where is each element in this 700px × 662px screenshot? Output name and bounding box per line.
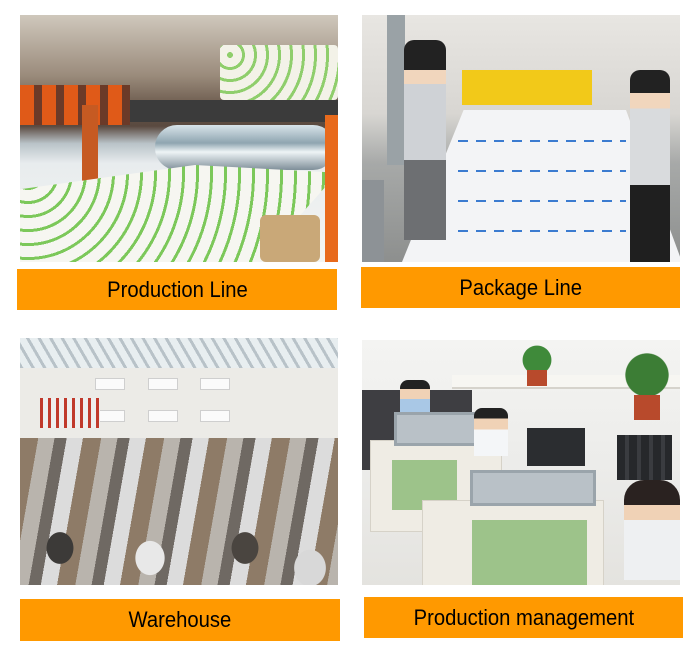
metal-coils <box>20 438 338 585</box>
paper-spool <box>260 215 320 262</box>
laminating-machine <box>130 100 338 122</box>
package-line-label: Package Line <box>361 267 680 308</box>
plant-pot <box>527 370 547 386</box>
bucket <box>362 180 384 262</box>
package-line-label-text: Package Line <box>459 274 582 300</box>
plant-pot <box>634 395 660 420</box>
production-line-label-text: Production Line <box>106 276 248 302</box>
orange-machinery <box>20 85 130 125</box>
window <box>148 378 178 390</box>
production-management-photo <box>362 340 680 585</box>
steel-cylinder <box>155 125 335 170</box>
storage-rack <box>40 398 100 428</box>
window <box>148 410 178 422</box>
desk-panel <box>472 520 587 585</box>
warehouse-label: Warehouse <box>20 599 340 641</box>
machine-frame <box>82 105 98 185</box>
production-management-label-text: Production management <box>413 604 634 630</box>
worker-male <box>404 40 446 240</box>
desk-divider <box>470 470 596 506</box>
office-worker-female <box>474 408 508 456</box>
yellow-machine <box>462 70 592 105</box>
warehouse-photo <box>20 338 338 585</box>
warehouse-roof <box>20 338 338 368</box>
package-line-photo <box>362 15 680 262</box>
window <box>200 378 230 390</box>
worker-female <box>630 70 670 262</box>
pillar <box>387 15 405 165</box>
production-line-label: Production Line <box>17 269 337 310</box>
production-management-label: Production management <box>364 597 683 638</box>
binders <box>617 435 672 480</box>
window <box>95 378 125 390</box>
warehouse-label-text: Warehouse <box>128 607 232 632</box>
computer-monitor <box>527 428 585 466</box>
office-worker-female <box>624 480 680 580</box>
production-line-photo <box>20 15 338 262</box>
window <box>200 410 230 422</box>
machine-frame-right <box>325 115 338 262</box>
printed-film-roll <box>220 45 338 100</box>
